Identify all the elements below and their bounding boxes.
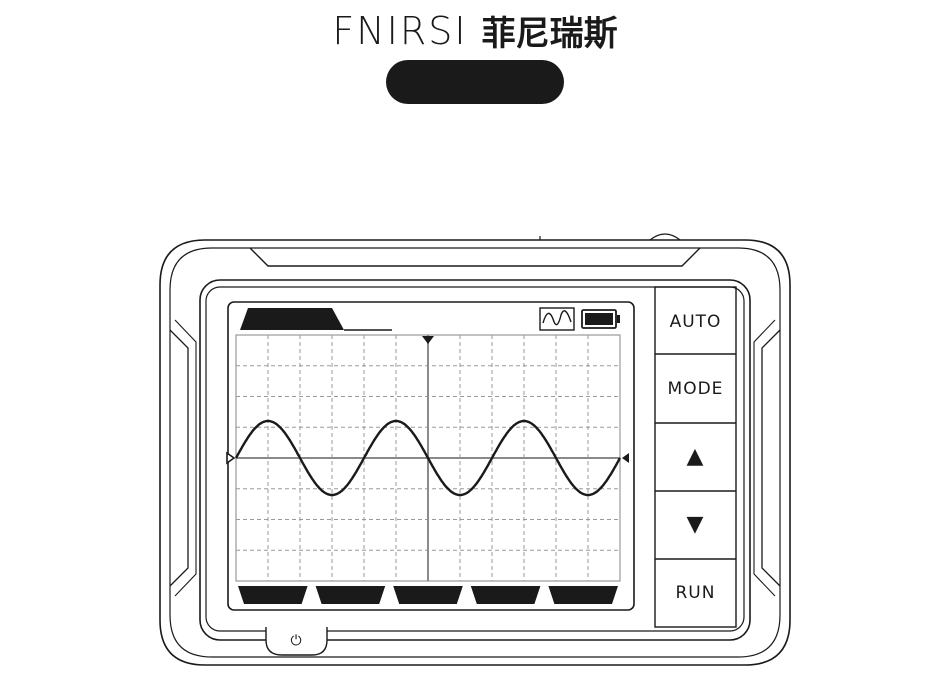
device-right-grip	[762, 330, 780, 586]
run-button[interactable]: RUN	[656, 560, 735, 626]
screen-softkeys	[238, 586, 618, 604]
down-button[interactable]: ▼	[656, 492, 735, 558]
run-button-label: RUN	[676, 583, 716, 603]
mode-button-label: MODE	[668, 379, 724, 399]
softkey-5[interactable]	[548, 586, 618, 604]
device-left-grip	[170, 330, 188, 586]
softkey-3[interactable]	[393, 586, 463, 604]
device-top-ridge	[250, 248, 700, 266]
device-top-knob	[650, 234, 680, 240]
auto-button-label: AUTO	[670, 312, 722, 332]
power-button[interactable]: ⏻	[266, 626, 326, 656]
down-arrow-icon: ▼	[687, 514, 705, 536]
up-arrow-icon: ▲	[687, 446, 705, 468]
auto-button[interactable]: AUTO	[656, 289, 735, 354]
softkey-2[interactable]	[316, 586, 386, 604]
softkey-4[interactable]	[471, 586, 541, 604]
softkey-1[interactable]	[238, 586, 308, 604]
up-button[interactable]: ▲	[656, 424, 735, 490]
power-icon: ⏻	[290, 633, 301, 649]
mode-button[interactable]: MODE	[656, 356, 735, 422]
screen-frame	[228, 302, 634, 610]
screen-status-tab	[240, 308, 344, 330]
